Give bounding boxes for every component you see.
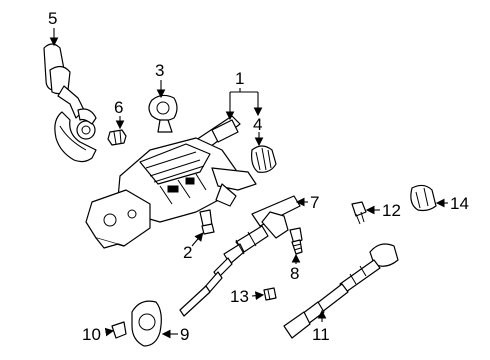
callout-12: 12 bbox=[382, 201, 401, 220]
callout-13: 13 bbox=[230, 287, 249, 306]
tilt-knob-part bbox=[251, 145, 277, 173]
bolt-part-12 bbox=[351, 201, 367, 225]
callout-11: 11 bbox=[312, 325, 330, 344]
bolt-part-10 bbox=[111, 321, 127, 339]
bearing-part bbox=[131, 300, 162, 347]
callout-4: 4 bbox=[253, 115, 262, 134]
callout-14: 14 bbox=[450, 194, 469, 213]
tilt-lever-part bbox=[43, 43, 97, 163]
leader-lines bbox=[49, 28, 448, 339]
callout-5: 5 bbox=[48, 9, 57, 28]
callout-8: 8 bbox=[290, 264, 299, 283]
bolt-part-8 bbox=[289, 227, 303, 255]
bolt-part-13 bbox=[263, 287, 277, 301]
callout-10: 10 bbox=[82, 325, 101, 344]
callout-6: 6 bbox=[114, 98, 123, 117]
callout-7: 7 bbox=[310, 193, 319, 212]
callout-9: 9 bbox=[180, 325, 189, 344]
callout-3: 3 bbox=[155, 61, 164, 80]
bolt-part-2 bbox=[199, 209, 215, 235]
callout-labels: 1 2 3 4 5 6 7 8 9 10 11 12 13 14 bbox=[48, 9, 469, 344]
coupling-boot-part bbox=[410, 184, 437, 212]
bolt-part-6 bbox=[107, 129, 127, 146]
callout-2: 2 bbox=[183, 243, 192, 262]
steering-column-housing-part bbox=[85, 115, 257, 249]
lower-shaft-part bbox=[283, 243, 399, 339]
callout-1: 1 bbox=[235, 69, 244, 88]
lock-ring-part bbox=[148, 94, 178, 133]
